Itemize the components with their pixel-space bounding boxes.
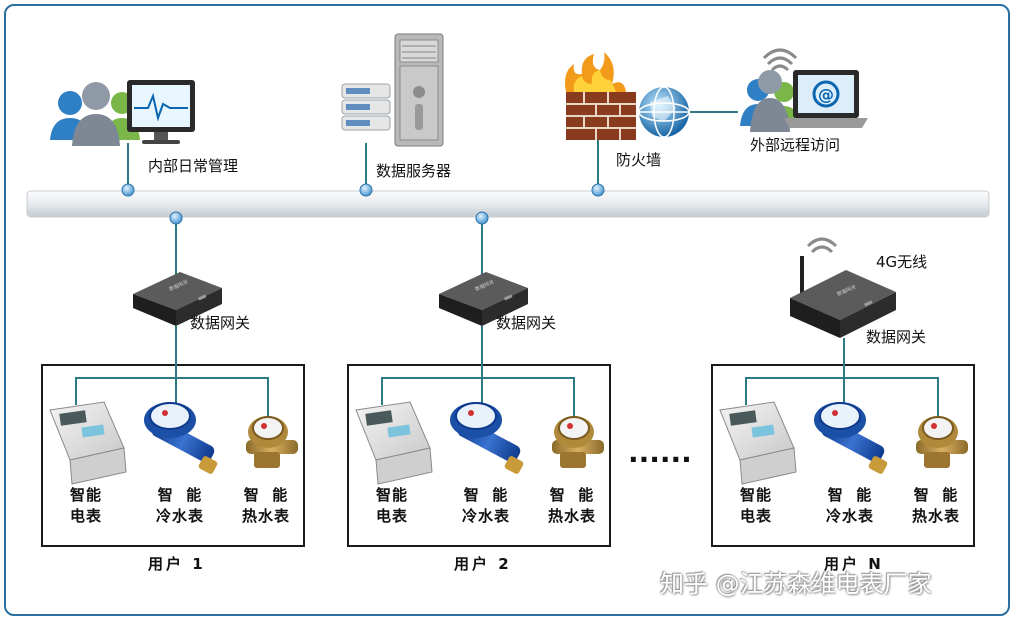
- bus-node-management: [121, 183, 135, 197]
- label-user-2: 用户 2: [454, 555, 512, 573]
- hot-water-meter-icon: [246, 416, 298, 468]
- meter-wiring-1: [75, 326, 269, 420]
- hot-water-meter-icon: [916, 416, 968, 468]
- ellipsis: ......: [628, 436, 692, 469]
- bus-node-firewall: [591, 183, 605, 197]
- label-data-server: 数据服务器: [376, 162, 452, 180]
- label-electric-meter: 智能 电表: [739, 486, 772, 525]
- firewall-icon: [565, 52, 636, 140]
- bus-node-server: [359, 183, 373, 197]
- globe-icon: [638, 86, 690, 138]
- bus-node-gateway-1: [169, 211, 183, 225]
- meter-wiring-n: [745, 338, 939, 420]
- wifi-icon: [762, 48, 798, 72]
- server-icon: [341, 33, 444, 147]
- label-electric-meter: 智能 电表: [69, 486, 102, 525]
- diagram-frame: [4, 4, 1010, 616]
- cold-water-meter-icon: [814, 402, 888, 474]
- label-hot-water-meter: 智 能 热水表: [547, 486, 596, 525]
- label-electric-meter: 智能 电表: [375, 486, 408, 525]
- meter-wiring-2: [381, 326, 575, 420]
- label-remote-access: 外部远程访问: [750, 136, 841, 154]
- label-cold-water-meter: 智 能 冷水表: [155, 486, 204, 525]
- cold-water-meter-icon: [450, 402, 524, 474]
- gateway-device-2: [439, 272, 528, 326]
- bus-node-gateway-2: [475, 211, 489, 225]
- label-4g-wireless: 4G无线: [876, 253, 928, 271]
- remote-people-icon: [740, 70, 800, 132]
- label-hot-water-meter: 智 能 热水表: [241, 486, 290, 525]
- network-bus: [26, 190, 990, 218]
- electric-meter-icon: [719, 401, 797, 485]
- watermark: 知乎 @江苏森维电表厂家: [660, 570, 932, 598]
- label-gateway-2: 数据网关: [496, 314, 557, 332]
- people-icon: [50, 82, 140, 146]
- electric-meter-icon: [355, 401, 433, 485]
- cold-water-meter-icon: [144, 402, 218, 474]
- laptop-icon: @: [784, 70, 868, 128]
- monitor-icon: [127, 80, 195, 144]
- label-hot-water-meter: 智 能 热水表: [911, 486, 960, 525]
- svg-text:@: @: [818, 85, 834, 104]
- gateway-device-1: [133, 272, 222, 326]
- label-user-1: 用户 1: [148, 555, 206, 573]
- label-gateway-1: 数据网关: [190, 314, 251, 332]
- label-cold-water-meter: 智 能 冷水表: [461, 486, 510, 525]
- hot-water-meter-icon: [552, 416, 604, 468]
- gateway-device-n: [790, 237, 896, 338]
- label-cold-water-meter: 智 能 冷水表: [825, 486, 874, 525]
- label-firewall: 防火墙: [616, 151, 662, 169]
- label-user-n: 用户 N: [824, 555, 884, 573]
- electric-meter-icon: [49, 401, 127, 485]
- label-gateway-n: 数据网关: [866, 328, 927, 346]
- label-internal-management: 内部日常管理: [148, 157, 239, 175]
